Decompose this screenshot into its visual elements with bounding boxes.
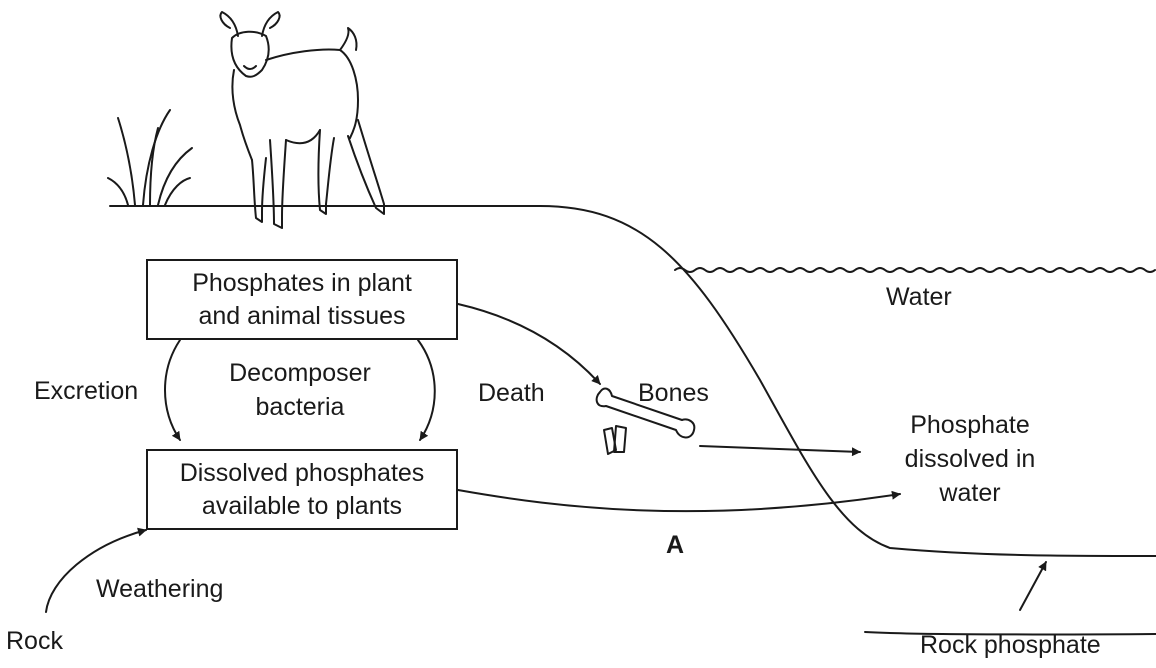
decomposer-arrow xyxy=(418,340,435,440)
rock-label: Rock xyxy=(6,626,63,657)
goat-icon xyxy=(220,12,384,228)
rock-phosphate-label: Rock phosphate xyxy=(920,630,1101,661)
decomposer-label-line1: Decomposer xyxy=(210,358,390,389)
bones-label: Bones xyxy=(638,378,709,409)
bones-to-water-arrow xyxy=(700,446,860,452)
phosphate-water-label-line1: Phosphate xyxy=(880,410,1060,441)
decomposer-label-line2: bacteria xyxy=(210,392,390,423)
excretion-arrow xyxy=(165,340,180,440)
dissolved-box-line1: Dissolved phosphates xyxy=(180,457,425,490)
dissolved-box: Dissolved phosphates available to plants xyxy=(146,449,458,530)
tissues-box-line2: and animal tissues xyxy=(198,300,405,333)
death-arrow xyxy=(458,304,600,384)
phosphate-water-label-line2: dissolved in xyxy=(880,444,1060,475)
excretion-label: Excretion xyxy=(34,376,138,407)
runoff-label-a: A xyxy=(666,530,684,561)
phosphate-water-label-line3: water xyxy=(880,478,1060,509)
weathering-label: Weathering xyxy=(96,574,223,605)
runoff-arrow-a xyxy=(458,490,900,511)
water-label: Water xyxy=(886,282,952,313)
water-surface xyxy=(675,268,1155,272)
rock-phosphate-arrow xyxy=(1020,562,1046,610)
tissues-box: Phosphates in plant and animal tissues xyxy=(146,259,458,340)
dissolved-box-line2: available to plants xyxy=(202,490,402,523)
death-label: Death xyxy=(478,378,545,409)
tissues-box-line1: Phosphates in plant xyxy=(192,267,412,300)
grass-icon xyxy=(108,110,192,205)
